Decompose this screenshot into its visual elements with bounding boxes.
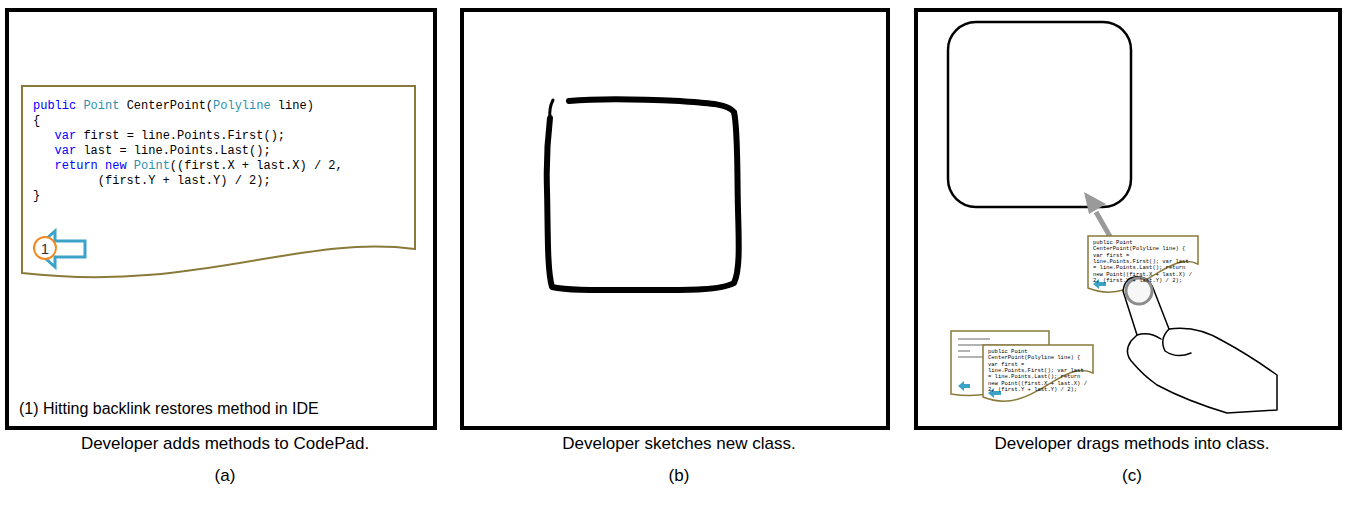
figure-panel: Developer sketches new class.(b) — [460, 8, 890, 430]
sketch-stroke — [550, 100, 553, 118]
code-document: 1 public Point CenterPoint(Polyline line)… — [21, 85, 416, 289]
code-line: { — [33, 114, 404, 129]
hand-outline — [1137, 329, 1191, 356]
sketched-class — [547, 99, 739, 290]
card-outline — [1088, 236, 1198, 292]
document-outline — [22, 86, 415, 277]
sketch-stroke — [547, 99, 739, 290]
code-line: return new Point((first.X + last.X) / 2, — [33, 159, 404, 174]
code-card: public Point CenterPoint(Polyline line) … — [982, 344, 1094, 413]
card-code: public Point CenterPoint(Polyline line) … — [988, 349, 1088, 393]
code-line: public Point CenterPoint(Polyline line) — [33, 99, 404, 114]
class-box — [948, 22, 1131, 207]
drag-arrow-head — [1084, 192, 1106, 214]
card-code: public Point CenterPoint(Polyline line) … — [1093, 240, 1193, 284]
card-outline — [983, 345, 1093, 401]
panel-letter: (c) — [918, 466, 1346, 486]
callout-circle: 1 — [33, 236, 57, 260]
figure-panel: public Point CenterPoint(Polyline line) … — [914, 8, 1342, 430]
code-line: } — [33, 189, 404, 204]
figure-panel: 1 public Point CenterPoint(Polyline line)… — [5, 8, 437, 430]
panel-letter: (b) — [464, 466, 894, 486]
panel-letter: (a) — [9, 466, 441, 486]
callout-number: 1 — [41, 241, 49, 256]
code-line: (first.Y + last.Y) / 2); — [33, 174, 404, 189]
hand-outline — [1123, 277, 1277, 413]
backlink-icon — [958, 381, 970, 391]
code-line: var first = line.Points.First(); — [33, 129, 404, 144]
code-line: var last = line.Points.Last(); — [33, 144, 404, 159]
code-card: public Point CenterPoint(Polyline line) … — [1087, 235, 1199, 304]
panel-caption: Developer drags methods into class. — [898, 434, 1347, 454]
panel-caption: Developer sketches new class. — [444, 434, 914, 454]
footnote: (1) Hitting backlink restores method in … — [19, 400, 319, 418]
panel-caption: Developer adds methods to CodePad. — [0, 434, 461, 454]
